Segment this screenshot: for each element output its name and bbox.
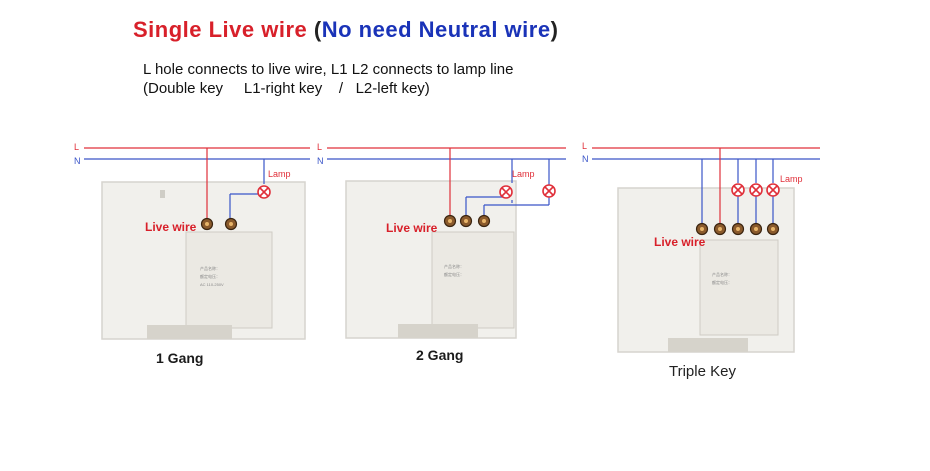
lamp-icon [542, 184, 556, 198]
instruction-line-1: L hole connects to live wire, L1 L2 conn… [143, 61, 514, 78]
terminal-L2-icon [749, 222, 763, 236]
line-N-label: N [582, 154, 589, 164]
lamp-icon [731, 183, 745, 197]
caption-triple-key: Triple Key [669, 363, 736, 380]
switch-module [431, 231, 515, 329]
lamp-icon [749, 183, 763, 197]
caption-2-gang: 2 Gang [416, 347, 464, 363]
title-open-paren: ( [307, 17, 322, 42]
live-wire-label: Live wire [386, 221, 438, 235]
svg-text:AC 110-250V: AC 110-250V [200, 282, 224, 287]
panel-triple-key: L N 产品名称： 额定电压： Lamp Live wire [582, 141, 820, 353]
svg-text:额定电压：: 额定电压： [200, 273, 220, 279]
lamp-label: Lamp [512, 169, 535, 179]
panel-1-gang: L N 产品名称： 额定电压： AC 110-250V Lamp Live wi… [74, 142, 310, 340]
live-wire-label: Live wire [145, 220, 197, 234]
terminal-L-icon [713, 222, 727, 236]
svg-text:产品名称：: 产品名称： [200, 265, 220, 271]
line-L-label: L [582, 141, 587, 151]
svg-text:额定电压：: 额定电压： [712, 279, 732, 285]
line-L-label: L [317, 142, 322, 152]
lamp-icon [499, 185, 513, 199]
line-N-label: N [74, 156, 81, 166]
title-close-paren: ) [550, 17, 559, 42]
svg-text:产品名称：: 产品名称： [712, 271, 732, 277]
lamp-label: Lamp [780, 174, 803, 184]
terminal-L1-icon [731, 222, 745, 236]
terminal-N-icon [695, 222, 709, 236]
switch-module [699, 239, 779, 336]
title-single-live-wire: Single Live wire [133, 17, 308, 42]
instruction-line-2: (Double key L1-right key / L2-left key) [143, 80, 430, 97]
lamp-icon [766, 183, 780, 197]
terminal-L1-icon [224, 217, 238, 231]
terminal-L-icon [443, 214, 457, 228]
line-L-label: L [74, 142, 79, 152]
svg-text:产品名称：: 产品名称： [444, 263, 464, 269]
caption-1-gang: 1 Gang [156, 350, 204, 366]
lamp-icon [257, 185, 271, 199]
page-title: Single Live wire (No need Neutral wire) [133, 17, 558, 43]
terminal-L1-icon [459, 214, 473, 228]
svg-text:额定电压：: 额定电压： [444, 271, 464, 277]
terminal-L-icon [200, 217, 214, 231]
terminal-L3-icon [766, 222, 780, 236]
switch-module [185, 231, 273, 329]
live-wire-label: Live wire [654, 235, 706, 249]
line-N-label: N [317, 156, 324, 166]
panel-2-gang: L N 产品名称： 额定电压： Lamp Live wire [317, 142, 566, 339]
lamp-label: Lamp [268, 169, 291, 179]
terminal-L2-icon [477, 214, 491, 228]
title-no-neutral: No need Neutral wire [321, 17, 551, 42]
